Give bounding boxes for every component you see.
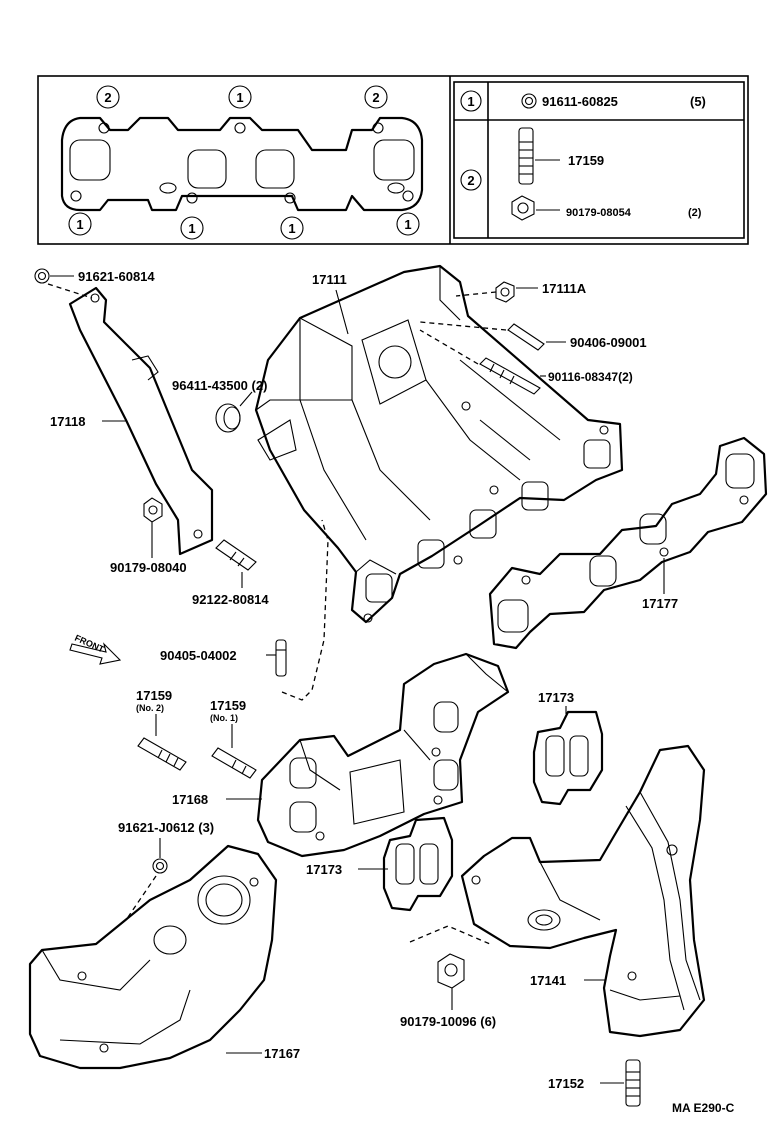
label-17159-no1: 17159 <box>210 698 246 713</box>
nut-90179-10096-icon <box>437 953 465 989</box>
oring-96411-43500-icon <box>215 403 241 433</box>
label-90405-04002: 90405-04002 <box>160 648 237 663</box>
callout-1: 2 <box>104 90 111 105</box>
stud-92122-80814-icon <box>215 539 257 571</box>
legend-key-2: 2 <box>467 173 474 188</box>
intake-manifold-17111 <box>254 264 624 624</box>
gasket-callouts: 2 1 2 1 1 1 1 <box>68 85 420 240</box>
washer-icon <box>521 93 537 109</box>
label-17167: 17167 <box>264 1046 300 1061</box>
legend-key-circle-1 <box>460 90 482 112</box>
washer-91621-60814-icon <box>34 268 50 284</box>
label-90179-10096: 90179-10096 (6) <box>400 1014 496 1029</box>
label-17141: 17141 <box>530 973 566 988</box>
stud-17159-no2-icon <box>137 737 187 771</box>
label-96411-43500: 96411-43500 (2) <box>172 378 267 393</box>
exhaust-manifold-17168 <box>256 652 510 858</box>
front-label: FRONT <box>73 633 106 655</box>
label-17159-no2: 17159 <box>136 688 172 703</box>
washer-91621-J0612-icon <box>152 858 168 874</box>
legend-frame <box>37 75 749 245</box>
nut-icon <box>511 195 535 221</box>
label-17173-mid: 17173 <box>306 862 342 877</box>
exhaust-manifold-17141 <box>460 744 706 1038</box>
label-17152: 17152 <box>548 1076 584 1091</box>
legend-qty-2b: (2) <box>688 207 702 219</box>
stud-90406-09001-icon <box>507 323 545 351</box>
figure-code: MA E290-C <box>672 1101 735 1115</box>
label-90179-08040: 90179-08040 <box>110 560 187 575</box>
heat-insulator-17167 <box>28 844 278 1070</box>
leader <box>47 283 93 299</box>
label-17159-no2-sub: (No. 2) <box>136 703 164 713</box>
callout-7: 1 <box>404 217 411 232</box>
leader <box>335 289 349 335</box>
stud-90116-08347-icon <box>479 357 541 395</box>
legend-part-2a: 17159 <box>568 153 604 168</box>
label-91621-60814: 91621-60814 <box>78 269 155 284</box>
legend-part-1: 91611-60825 <box>542 94 618 109</box>
pin-90405-04002-icon <box>275 639 287 677</box>
callout-4: 1 <box>76 217 83 232</box>
legend-qty-1: (5) <box>690 94 706 109</box>
bracket-17118 <box>68 286 214 556</box>
stud-icon <box>518 127 534 185</box>
leader <box>455 291 497 297</box>
nut-90179-08040-icon <box>143 497 163 523</box>
stud-17159-no1-icon <box>211 747 257 779</box>
label-90116-08347: 90116-08347(2) <box>548 370 633 384</box>
legend-key-1: 1 <box>467 94 474 109</box>
legend-table <box>453 81 745 239</box>
callout-6: 1 <box>288 221 295 236</box>
stud-17152-icon <box>625 1059 641 1107</box>
label-90406-09001: 90406-09001 <box>570 335 647 350</box>
legend-part-2b: 90179-08054 <box>566 207 632 219</box>
label-17111A: 17111A <box>542 281 587 296</box>
leader <box>419 329 479 365</box>
leader <box>409 925 491 945</box>
callout-2: 1 <box>236 90 243 105</box>
leader <box>281 519 329 701</box>
callout-5: 1 <box>188 221 195 236</box>
label-17177: 17177 <box>642 596 678 611</box>
leader <box>239 391 253 407</box>
gasket-17177 <box>488 436 768 650</box>
legend-key-circle-2 <box>460 169 482 191</box>
label-17173-top: 17173 <box>538 690 574 705</box>
gasket-17173-mid <box>382 816 454 912</box>
callout-3: 2 <box>372 90 379 105</box>
washer-hole-icon <box>524 96 534 106</box>
label-92122-80814: 92122-80814 <box>192 592 269 607</box>
gasket-outline-legend <box>60 116 424 212</box>
label-17168: 17168 <box>172 792 208 807</box>
legend-box: 1 91611-60825 (5) 2 17159 90179-08054 (2… <box>37 75 749 245</box>
gasket-17173-top <box>532 710 604 806</box>
label-17159-no1-sub: (No. 1) <box>210 713 238 723</box>
label-17111: 17111 <box>312 272 347 287</box>
front-arrow: FRONT <box>69 633 122 665</box>
label-91621-J0612: 91621-J0612 (3) <box>118 820 214 835</box>
bolt-17111A-icon <box>495 281 515 303</box>
label-17118: 17118 <box>50 414 85 429</box>
